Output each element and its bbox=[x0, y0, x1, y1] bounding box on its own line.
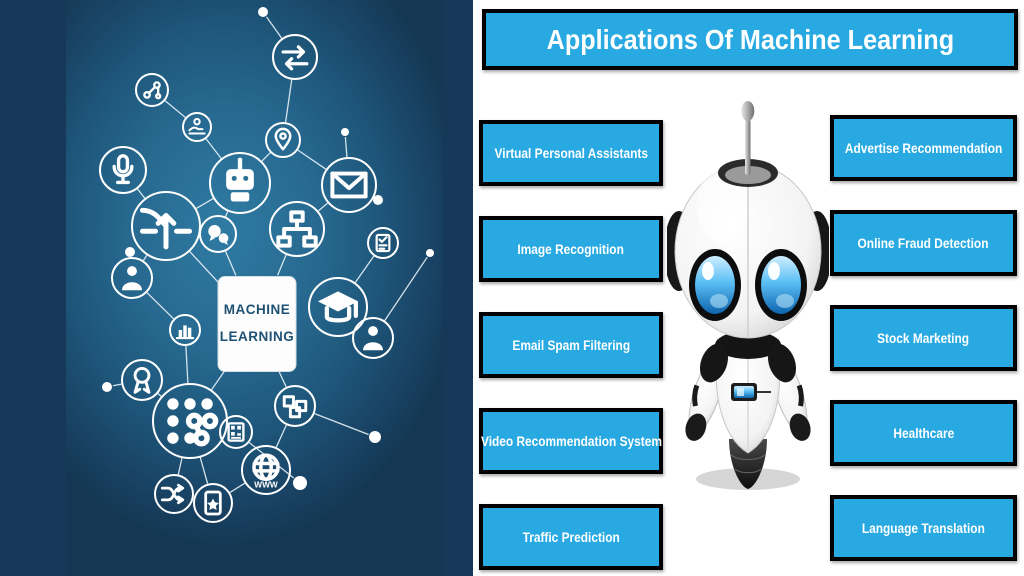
network-node-shuffle-icon bbox=[154, 474, 194, 514]
app-button-label: Healthcare bbox=[893, 425, 954, 441]
network-node-org-chart-icon bbox=[269, 201, 325, 257]
network-node-molecule-icon bbox=[135, 73, 169, 107]
network-node-person-icon bbox=[111, 257, 153, 299]
ml-network-panel: MACHINE LEARNING WWW bbox=[0, 0, 473, 576]
app-button-label: Traffic Prediction bbox=[522, 529, 620, 545]
ml-network-illustration: MACHINE LEARNING WWW bbox=[99, 7, 434, 523]
app-button-label: Language Translation bbox=[861, 520, 985, 536]
page-title: Applications Of Machine Learning bbox=[546, 23, 954, 55]
app-button-label: Stock Marketing bbox=[877, 330, 970, 346]
title-banner: Applications Of Machine Learning bbox=[482, 9, 1018, 70]
network-node-star-bookmark-icon bbox=[193, 483, 233, 523]
app-button-healthcare[interactable]: Healthcare bbox=[830, 400, 1017, 466]
applications-panel: Applications Of Machine Learning Virtual… bbox=[473, 0, 1024, 576]
network-node-robot-head-icon bbox=[209, 152, 271, 214]
app-button-label: Video Recommendation System bbox=[480, 433, 662, 449]
network-node-merge-arrows-icon bbox=[131, 191, 201, 261]
network-endpoint-dot bbox=[373, 195, 383, 205]
app-button-label: Advertise Recommendation bbox=[844, 140, 1003, 156]
network-photo: MACHINE LEARNING WWW bbox=[66, 0, 442, 576]
app-button-label: Email Spam Filtering bbox=[512, 337, 630, 353]
network-node-transfer-arrows-icon bbox=[272, 34, 318, 80]
app-button-email-spam-filtering[interactable]: Email Spam Filtering bbox=[479, 312, 663, 378]
app-button-stock-marketing[interactable]: Stock Marketing bbox=[830, 305, 1017, 371]
robot-mascot-illustration bbox=[667, 101, 829, 490]
app-button-image-recognition[interactable]: Image Recognition bbox=[479, 216, 663, 282]
network-node-envelope-icon bbox=[321, 157, 377, 213]
network-node-microphone-icon bbox=[99, 146, 147, 194]
machine-learning-box: MACHINE LEARNING bbox=[217, 276, 297, 372]
network-node-neural-dots-icon bbox=[152, 383, 228, 459]
app-button-virtual-personal-assistants[interactable]: Virtual Personal Assistants bbox=[479, 120, 663, 186]
network-node-globe-www-icon: WWW bbox=[241, 445, 291, 495]
network-node-person-info-icon bbox=[352, 317, 394, 359]
network-node-qr-code-icon bbox=[219, 415, 253, 449]
network-endpoint-dot bbox=[125, 247, 135, 257]
app-button-label: Online Fraud Detection bbox=[858, 235, 989, 251]
app-button-label: Image Recognition bbox=[517, 241, 625, 257]
network-node-chat-bubbles-icon bbox=[199, 215, 237, 253]
app-button-label: Virtual Personal Assistants bbox=[494, 145, 648, 161]
svg-text:WWW: WWW bbox=[254, 480, 278, 490]
network-endpoint-dot bbox=[369, 431, 381, 443]
app-button-video-recommendation-system[interactable]: Video Recommendation System bbox=[479, 408, 663, 474]
svg-text:LEARNING: LEARNING bbox=[220, 329, 295, 344]
network-endpoint-dot bbox=[102, 382, 112, 392]
robot-leg-cone bbox=[729, 439, 767, 489]
app-button-online-fraud-detection[interactable]: Online Fraud Detection bbox=[830, 210, 1017, 276]
network-endpoint-dot bbox=[293, 476, 307, 490]
network-node-cubes-icon bbox=[274, 385, 316, 427]
app-button-advertise-recommendation[interactable]: Advertise Recommendation bbox=[830, 115, 1017, 181]
app-button-language-translation[interactable]: Language Translation bbox=[830, 495, 1017, 561]
network-node-bar-chart-icon bbox=[169, 314, 201, 346]
network-node-location-pin-icon bbox=[265, 122, 301, 158]
robot-torso bbox=[699, 331, 797, 454]
robot-antenna bbox=[745, 119, 751, 175]
network-node-graduation-cap-icon bbox=[308, 277, 368, 337]
app-button-traffic-prediction[interactable]: Traffic Prediction bbox=[479, 504, 663, 570]
network-node-hand-share-icon bbox=[182, 112, 212, 142]
network-endpoint-dot bbox=[426, 249, 434, 257]
network-node-checklist-icon bbox=[367, 227, 399, 259]
network-node-medal-icon bbox=[121, 359, 163, 401]
network-endpoint-dot bbox=[258, 7, 268, 17]
svg-text:MACHINE: MACHINE bbox=[224, 302, 291, 317]
network-endpoint-dot bbox=[341, 128, 349, 136]
robot-eyes bbox=[689, 249, 807, 321]
